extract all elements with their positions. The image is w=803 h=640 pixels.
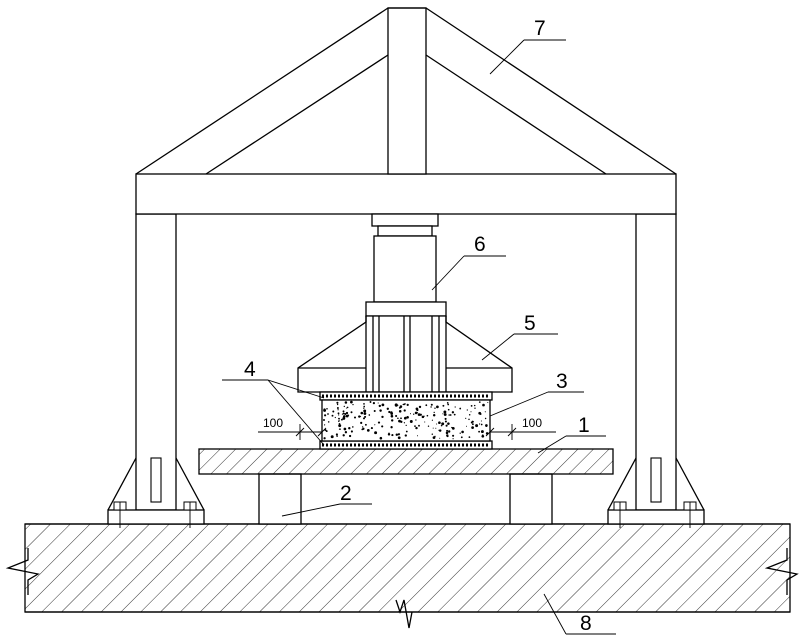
support-block-right xyxy=(509,473,553,525)
label-5: 5 xyxy=(524,312,536,335)
dimension-right: 100 xyxy=(485,416,556,440)
callout-8: 8 xyxy=(543,593,616,635)
callout-3: 3 xyxy=(489,370,584,417)
dimension-label-right: 100 xyxy=(522,416,542,430)
support-block-left xyxy=(258,473,302,525)
callout-6: 6 xyxy=(431,233,506,291)
callout-1: 1 xyxy=(537,414,606,454)
foundation-slab xyxy=(5,523,799,629)
reaction-frame xyxy=(135,7,677,511)
hydraulic-jack xyxy=(365,213,447,317)
label-4: 4 xyxy=(244,358,256,381)
callout-7: 7 xyxy=(489,17,566,75)
right-column-base xyxy=(607,457,705,528)
label-7: 7 xyxy=(534,17,546,40)
dimension-label-left: 100 xyxy=(263,416,283,430)
label-2: 2 xyxy=(340,482,352,505)
label-1: 1 xyxy=(578,414,590,437)
loading-head xyxy=(297,315,513,393)
base-plate xyxy=(198,448,614,475)
concrete-specimen xyxy=(321,399,491,442)
callout-5: 5 xyxy=(481,312,558,361)
left-column-base xyxy=(107,457,205,528)
dimension-left: 100 xyxy=(258,416,327,440)
bearing-pad-bottom xyxy=(319,440,493,450)
label-3: 3 xyxy=(556,370,568,393)
callout-2: 2 xyxy=(281,482,372,517)
callout-4: 4 xyxy=(222,358,325,446)
label-6: 6 xyxy=(474,233,486,256)
label-8: 8 xyxy=(580,612,592,635)
bearing-pad-top xyxy=(319,391,493,401)
